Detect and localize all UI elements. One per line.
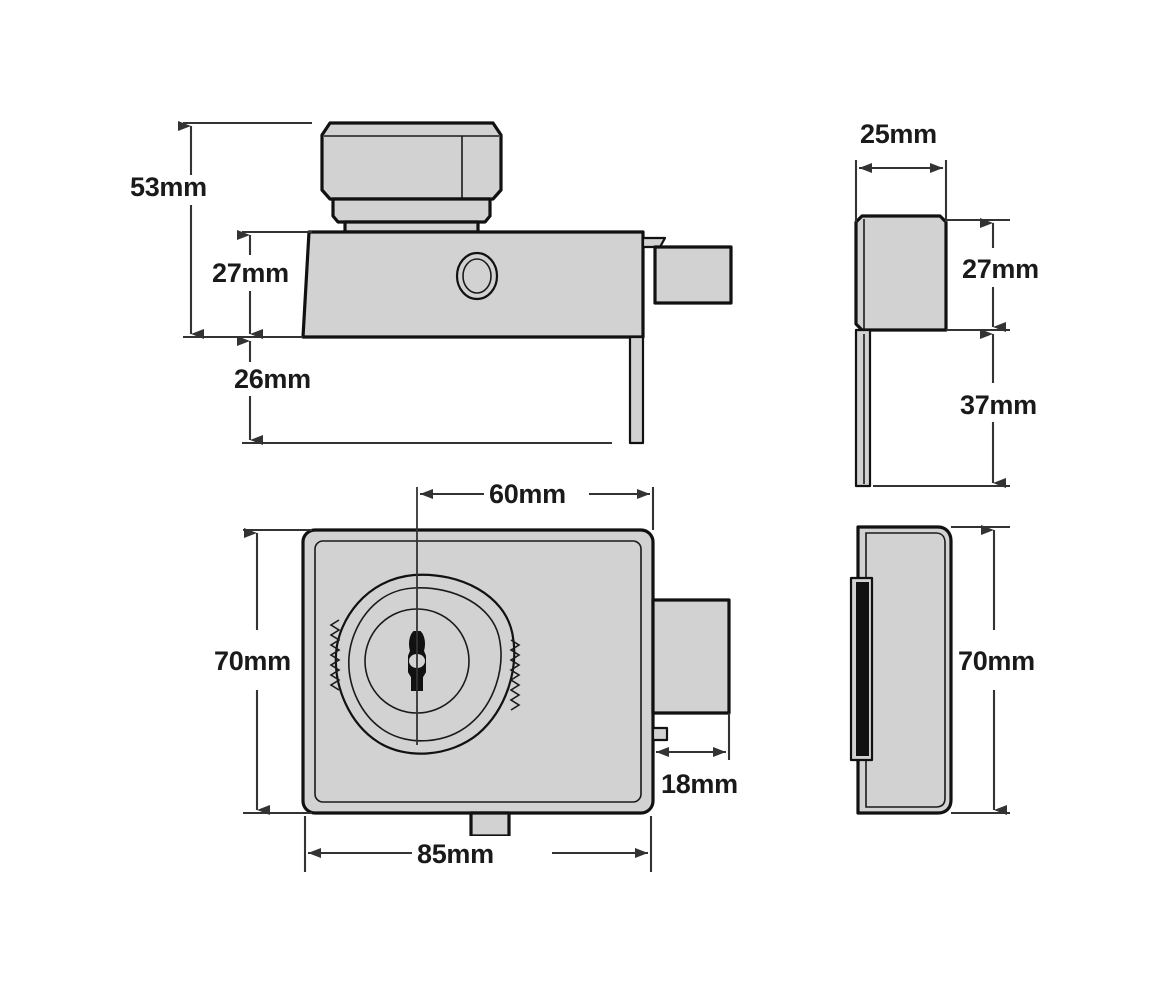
dim-label-37mm: 37mm <box>960 390 1037 420</box>
cylinder-knob-assembly <box>320 121 503 234</box>
spindle-hole <box>455 251 499 301</box>
dimension-70mm-front: 70mm <box>214 528 312 815</box>
keep-staple-drop <box>628 335 645 445</box>
dim-label-26mm: 26mm <box>234 364 311 394</box>
dim-label-25mm: 25mm <box>860 119 937 149</box>
dim-label-85mm: 85mm <box>417 839 494 869</box>
view-side-elevation-left: 53mm 27mm 26mm <box>130 121 733 445</box>
dim-60-text-mask <box>484 479 589 509</box>
view-end-elevation-right: 25mm 27mm 37mm <box>854 119 1039 488</box>
dimension-70mm-keep: 70mm <box>951 525 1035 815</box>
dim-label-27mm-top-view: 27mm <box>212 258 289 288</box>
dim-label-70mm-keep: 70mm <box>958 646 1035 676</box>
knob-top-cap <box>320 121 503 201</box>
dim-label-18mm: 18mm <box>661 769 738 799</box>
dim-85-text-mask <box>412 836 552 869</box>
dimension-18mm: 18mm <box>656 713 738 799</box>
dimension-26mm: 26mm <box>234 336 612 445</box>
rose-knurl-left <box>329 619 341 691</box>
dimension-27mm-end-view: 27mm <box>946 218 1039 332</box>
front-case-outer <box>301 528 655 815</box>
bolt-stop-nub <box>651 726 669 742</box>
view-front-elevation: 60mm 70mm 18mm 85mm <box>214 479 738 872</box>
view-keep-elevation: 70mm <box>849 525 1035 815</box>
keep-body-inner-bevel <box>865 532 946 808</box>
latch-bolt-block <box>653 245 733 305</box>
spindle-hole-inner-ring <box>462 258 492 294</box>
spindle-hole-outer-ring <box>455 251 499 301</box>
keep-edge-profile-body <box>854 214 948 332</box>
dim-label-53mm: 53mm <box>130 172 207 202</box>
dimension-60mm: 60mm <box>420 479 655 530</box>
rose-knurl-right <box>509 639 521 711</box>
dimension-25mm: 25mm <box>854 119 948 222</box>
front-latch-bolt-block <box>651 598 731 715</box>
knob-collar <box>331 197 492 224</box>
lock-case-body <box>301 230 645 339</box>
keep-slot-opening <box>856 582 869 756</box>
keep-body <box>856 525 953 815</box>
bottom-mounting-tab <box>469 811 511 838</box>
dimension-37mm: 37mm <box>873 329 1037 488</box>
keep-plate-drop <box>854 328 872 488</box>
dimension-85mm: 85mm <box>303 816 653 872</box>
dimension-53mm: 53mm <box>130 121 312 339</box>
dimension-27mm-top-view: 27mm <box>212 230 312 339</box>
rose-inner-ring <box>348 587 502 742</box>
dim-label-70mm-front: 70mm <box>214 646 291 676</box>
dim-label-60mm: 60mm <box>489 479 566 509</box>
front-case-inner-bevel <box>314 540 642 803</box>
dim-label-27mm-end-view: 27mm <box>962 254 1039 284</box>
rose-outer-ring <box>334 573 516 755</box>
